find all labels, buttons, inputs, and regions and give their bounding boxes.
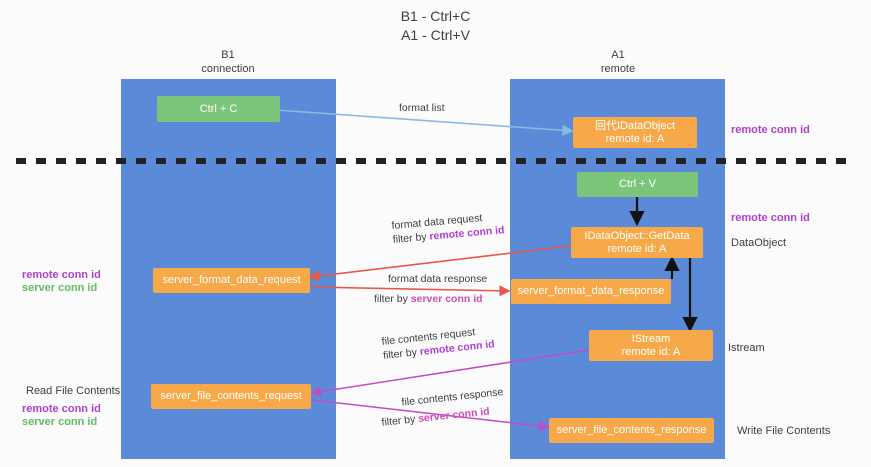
edge-label-format-list-text: format list — [399, 102, 445, 114]
title-line-1: B1 - Ctrl+C — [400, 8, 471, 24]
node-server-file-contents-request-label: server_file_contents_request — [160, 390, 302, 402]
node-server-file-contents-response-label: server_file_contents_response — [556, 424, 707, 436]
filter-by-prefix-3: filter by — [382, 346, 421, 362]
edge-label-file-contents-request: file contents request filter by remote c… — [381, 323, 495, 363]
filter-by-prefix: filter by — [392, 230, 430, 246]
filter-key-server-conn-id-2: server conn id — [417, 405, 491, 425]
annotation-right-dataobject: DataObject — [731, 237, 787, 249]
title-line-2: A1 - Ctrl+V — [401, 27, 470, 43]
edge-label-format-list: format list — [399, 101, 445, 115]
column-header-a1-subtitle: remote — [600, 63, 636, 75]
edge-label-format-data-request: format data request filter by remote con… — [391, 209, 505, 247]
node-server-format-data-request-label: server_format_data_request — [162, 274, 301, 286]
node-idataobject-sub: remote id: A — [605, 132, 665, 145]
node-server-file-contents-request[interactable]: server_file_contents_request — [151, 384, 311, 409]
annotation-right-remote-conn-id-mid: remote conn id — [731, 212, 810, 224]
node-istream-sub: remote id: A — [621, 345, 681, 358]
annotation-right-istream: Istream — [728, 342, 765, 354]
annotation-left-server-conn-id-2: server conn id — [22, 416, 98, 428]
column-header-a1-name: A1 — [611, 49, 625, 61]
edge-label-file-contents-response: file contents response filter by server … — [379, 385, 506, 430]
filter-key-server-conn-id: server conn id — [410, 293, 483, 305]
filter-by-prefix-4: filter by — [380, 413, 419, 429]
node-server-format-data-response-label: server_format_data_response — [517, 285, 665, 297]
node-server-format-data-response[interactable]: server_format_data_response — [511, 279, 671, 304]
edge-label-format-data-response-line2: filter by server conn id — [374, 292, 487, 306]
annotation-right-remote-conn-id-top: remote conn id — [731, 124, 810, 136]
phase-divider — [16, 158, 856, 164]
node-ctrl-c[interactable]: Ctrl + C — [157, 96, 280, 122]
edge-label-format-data-response-line1: format data response — [388, 273, 488, 285]
edge-label-file-contents-response-line2: filter by server conn id — [381, 403, 506, 430]
node-server-file-contents-response[interactable]: server_file_contents_response — [549, 418, 714, 443]
node-getdata-label: IDataObject::GetData — [584, 229, 690, 242]
node-idataobject[interactable]: 回代IDataObject remote id: A — [573, 117, 697, 148]
edge-label-format-data-response: format data response filter by server co… — [374, 272, 488, 306]
column-header-a1: A1 remote — [513, 48, 723, 76]
node-ctrl-v[interactable]: Ctrl + V — [577, 172, 698, 197]
annotation-right-write-file-contents: Write File Contents — [737, 425, 831, 437]
node-istream-label: IStream — [631, 332, 671, 345]
column-header-b1: B1 connection — [123, 48, 333, 76]
diagram-title: B1 - Ctrl+C A1 - Ctrl+V — [0, 7, 871, 45]
filter-by-prefix-2: filter by — [374, 293, 411, 305]
column-header-b1-name: B1 — [221, 49, 235, 61]
annotation-left-read-file-contents: Read File Contents — [26, 385, 121, 397]
annotation-left-remote-conn-id: remote conn id — [22, 269, 101, 281]
node-ctrl-c-label: Ctrl + C — [199, 102, 238, 115]
annotation-left-server-conn-id: server conn id — [22, 282, 98, 294]
node-ctrl-v-label: Ctrl + V — [619, 178, 656, 190]
node-server-format-data-request[interactable]: server_format_data_request — [153, 268, 310, 293]
node-getdata-sub: remote id: A — [607, 242, 667, 255]
node-istream[interactable]: IStream remote id: A — [589, 330, 713, 361]
annotation-left-remote-conn-id-2: remote conn id — [22, 403, 101, 415]
node-idataobject-label: 回代IDataObject — [594, 119, 676, 132]
column-header-b1-subtitle: connection — [201, 63, 255, 75]
node-idataobject-getdata[interactable]: IDataObject::GetData remote id: A — [571, 227, 703, 258]
